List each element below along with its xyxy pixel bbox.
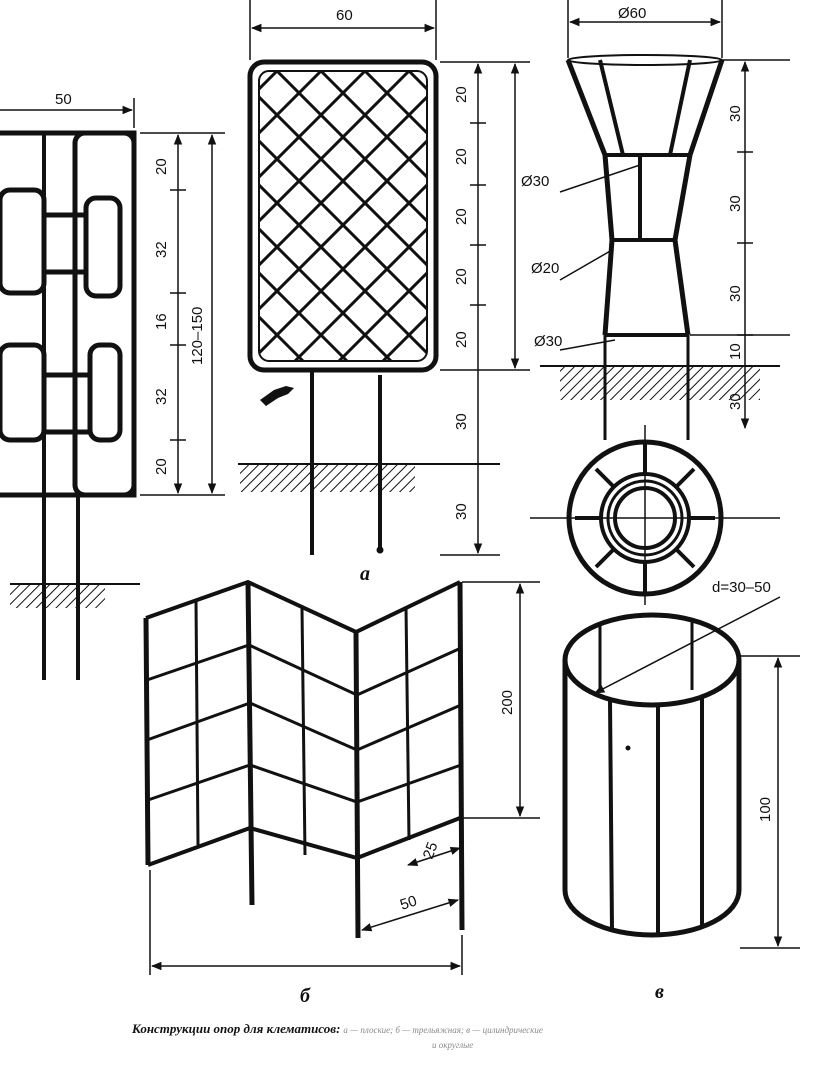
mesh-wire: [453, 71, 743, 361]
svg-text:50: 50: [55, 91, 72, 108]
support-a-frame: [247, 59, 439, 555]
a-dim-labels: 60 20 20 20 20 20 30 30: [336, 7, 470, 520]
svg-text:30: 30: [727, 195, 744, 212]
caption-title: Конструкции опор для клематисов:: [132, 1021, 341, 1036]
svg-text:32: 32: [153, 388, 170, 405]
ground-hatch-v: [560, 366, 760, 400]
svg-text:16: 16: [153, 313, 170, 330]
svg-text:30: 30: [453, 413, 470, 430]
svg-text:20: 20: [453, 148, 470, 165]
v-dimensions: [559, 0, 790, 430]
svg-text:20: 20: [453, 86, 470, 103]
support-a-mesh: [259, 71, 821, 361]
mesh-wire: [259, 71, 427, 361]
mesh-wire: [629, 71, 821, 361]
svg-text:20: 20: [453, 268, 470, 285]
svg-text:Ø60: Ø60: [618, 5, 646, 22]
svg-text:20: 20: [153, 158, 170, 175]
svg-text:Ø30: Ø30: [521, 173, 549, 190]
mesh-wire: [259, 71, 427, 361]
svg-text:Ø30: Ø30: [534, 333, 562, 350]
b-dim-labels: 200 25 50: [398, 690, 516, 914]
cylinder-dim-labels: d=30–50 100: [712, 579, 774, 822]
mesh-wire: [425, 71, 427, 361]
ground-hatch-left: [10, 584, 105, 608]
b-dimensions: [149, 581, 540, 975]
mesh-wire: [319, 71, 427, 361]
v-dim-labels: Ø60 Ø30 Ø20 Ø30 30 30 30 10 30: [521, 5, 744, 410]
mesh-wire: [259, 71, 261, 361]
mesh-wire: [337, 71, 427, 361]
left-dimensions: [0, 98, 225, 496]
mesh-wire: [259, 71, 427, 361]
svg-text:20: 20: [153, 458, 170, 475]
svg-text:120–150: 120–150: [189, 307, 206, 365]
svg-text:30: 30: [727, 285, 744, 302]
mesh-wire: [259, 71, 427, 361]
mesh-wire: [259, 71, 411, 361]
cylindrical-support: [562, 612, 742, 938]
svg-text:30: 30: [727, 393, 744, 410]
a-dimensions: [249, 0, 530, 556]
mesh-wire: [275, 71, 427, 361]
figure-caption: Конструкции опор для клематисов: а — пло…: [132, 1022, 792, 1052]
caption-text-2: и округлые: [432, 1040, 474, 1050]
svg-text:25: 25: [420, 840, 442, 861]
label-b: б: [300, 985, 311, 1007]
svg-text:10: 10: [727, 343, 744, 360]
round-support-plan-view: [530, 425, 780, 605]
label-a: а: [360, 563, 370, 585]
ground-hatch-a: [240, 464, 415, 492]
svg-text:50: 50: [398, 892, 419, 913]
svg-text:20: 20: [453, 208, 470, 225]
mesh-wire: [259, 71, 393, 361]
mesh-wire: [293, 71, 427, 361]
caption-text: а — плоские; б — трельяжная; в — цилиндр…: [343, 1025, 543, 1035]
mesh-wire: [259, 71, 367, 361]
svg-text:30: 30: [727, 105, 744, 122]
svg-text:d=30–50: d=30–50: [712, 579, 771, 596]
label-v: в: [655, 981, 664, 1003]
svg-text:32: 32: [153, 241, 170, 258]
left-dim-labels: 50 20 32 16 32 20 120–150: [55, 91, 206, 475]
mesh-wire: [363, 71, 427, 361]
svg-text:100: 100: [757, 797, 774, 822]
mesh-wire: [259, 71, 323, 361]
svg-text:60: 60: [336, 7, 353, 24]
cylinder-dimensions: [594, 596, 800, 949]
svg-text:20: 20: [453, 331, 470, 348]
mesh-wire: [673, 71, 821, 361]
svg-text:30: 30: [453, 503, 470, 520]
svg-text:Ø20: Ø20: [531, 260, 559, 277]
pointer-hand-icon: [260, 386, 294, 406]
svg-text:200: 200: [499, 690, 516, 715]
trellis-support-b: [143, 579, 465, 939]
mesh-wire: [259, 71, 427, 361]
